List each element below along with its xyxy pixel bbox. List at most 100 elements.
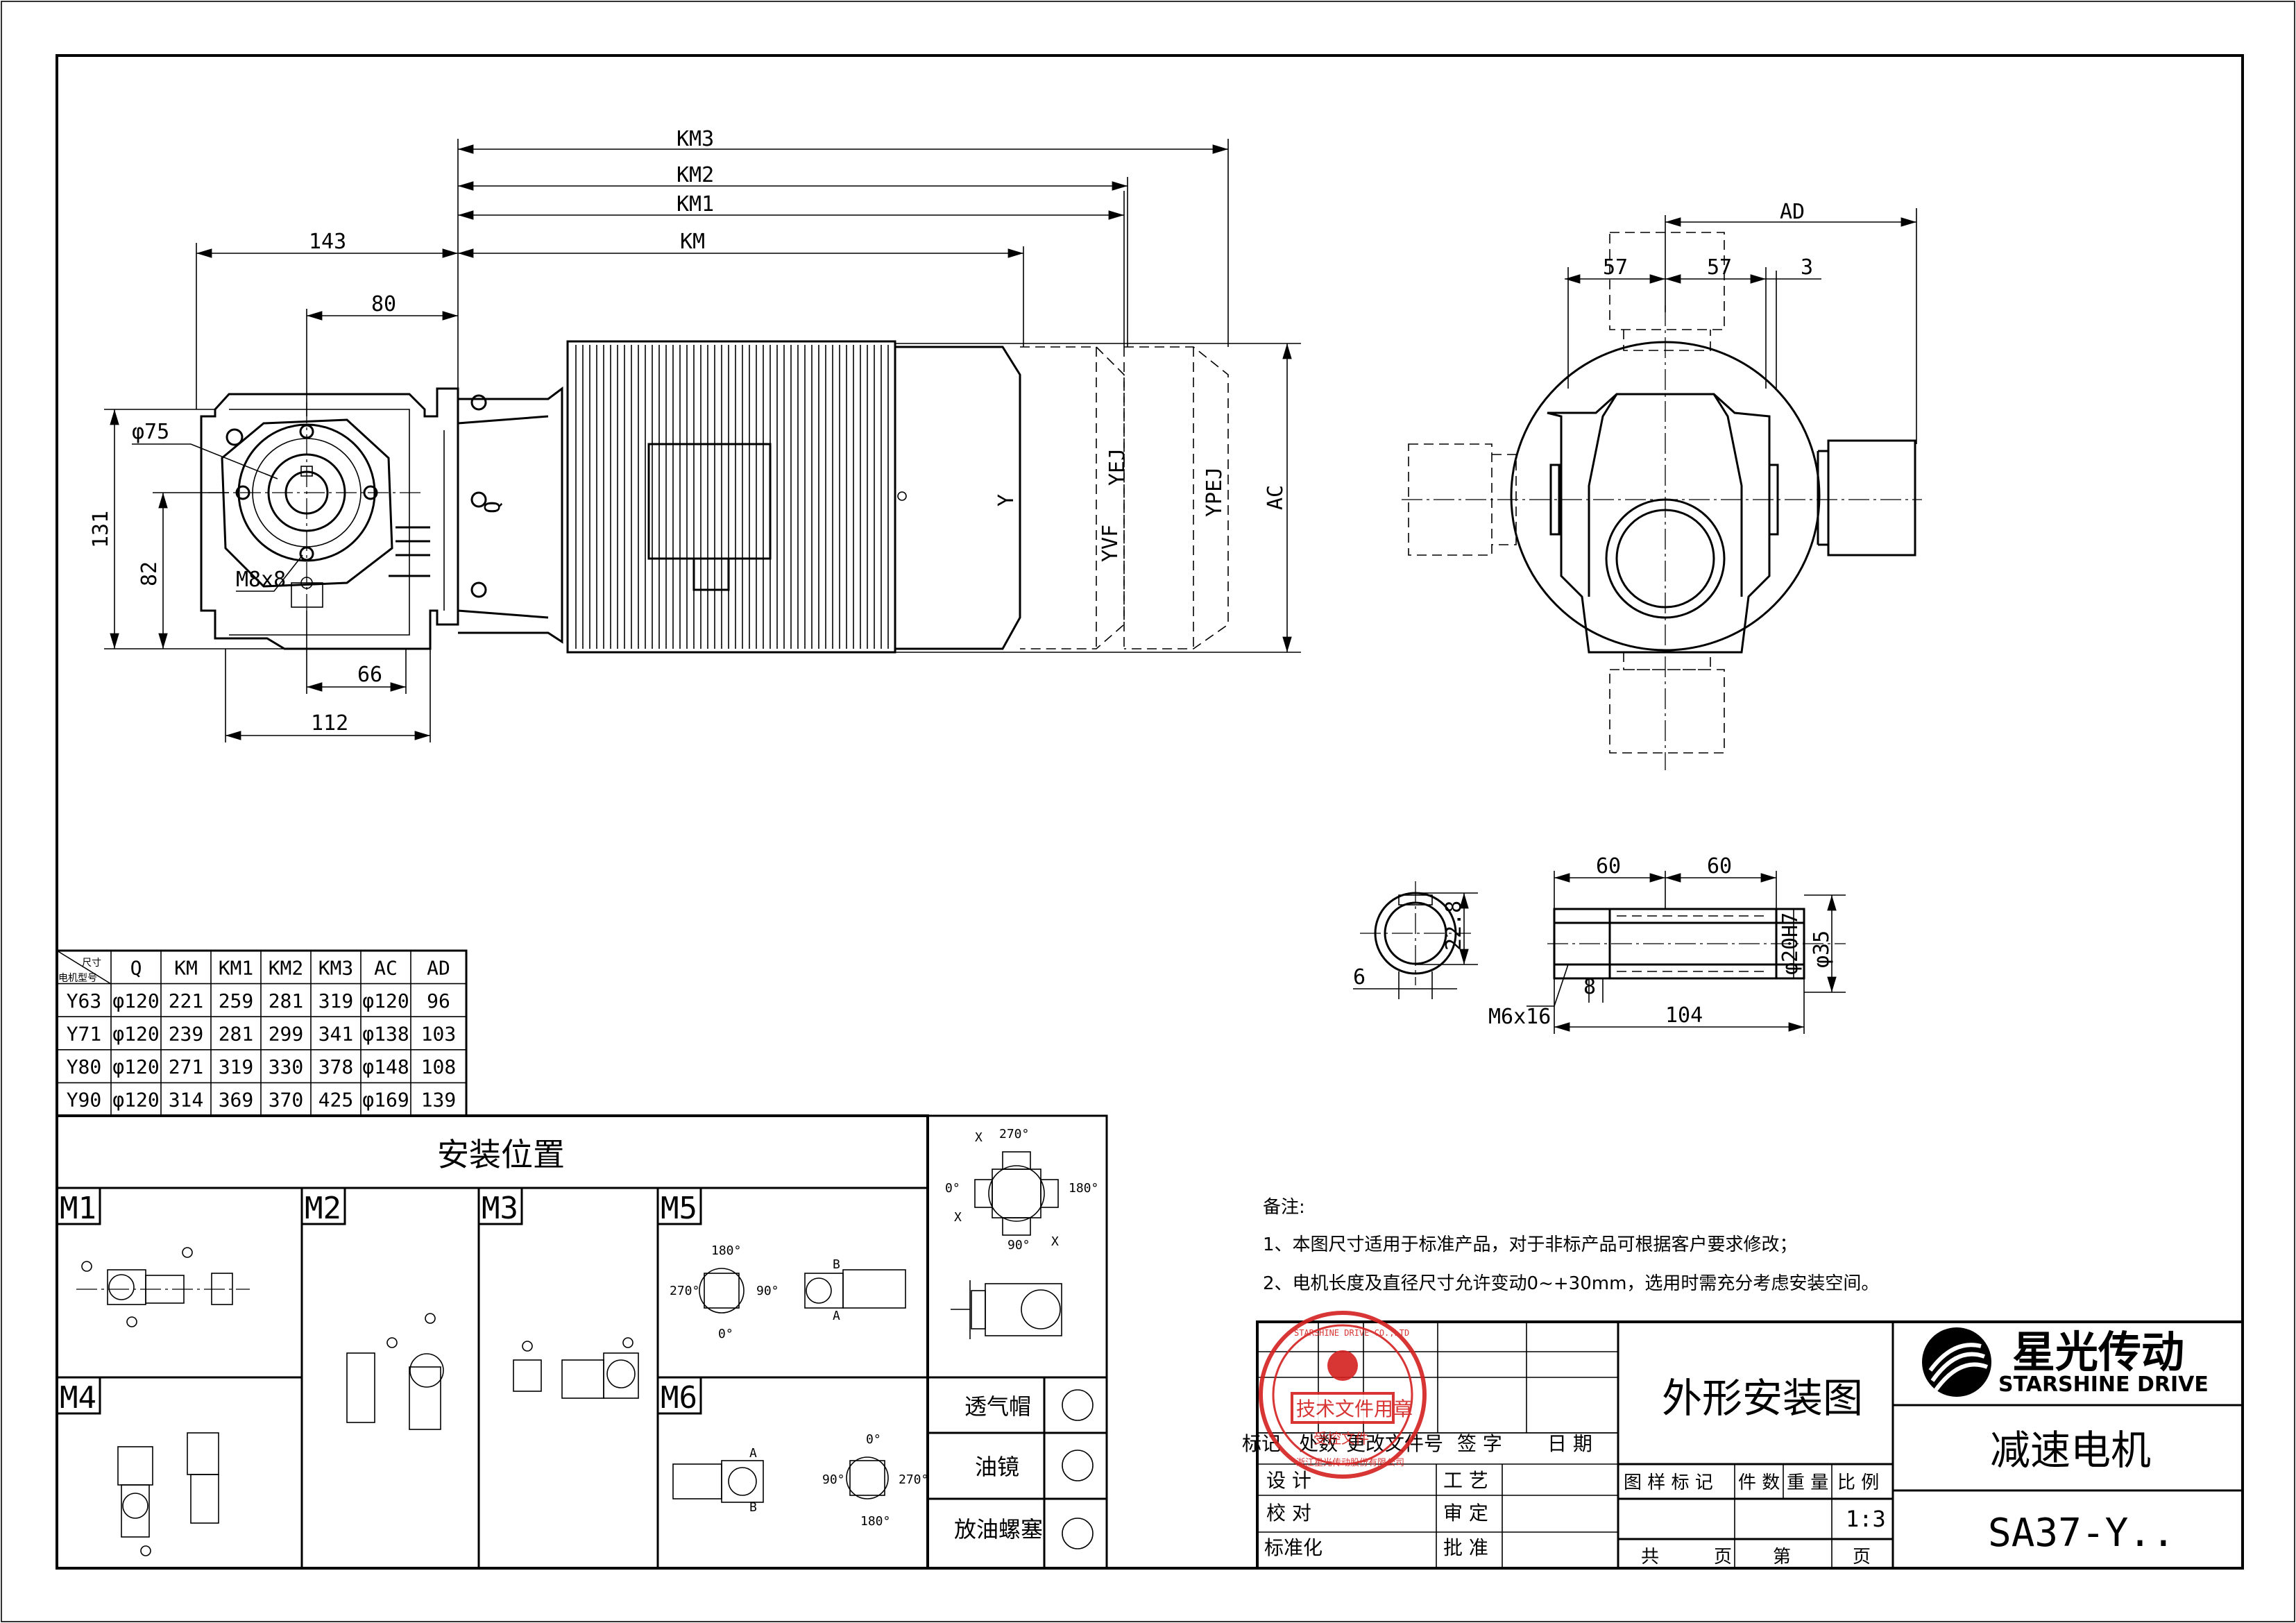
mounting-label-m2: M2 (305, 1191, 341, 1226)
table-cell: 96 (427, 989, 450, 1012)
table-cell: φ169 (362, 1089, 409, 1112)
legend-drain-plug: 放油螺塞 (954, 1516, 1043, 1543)
table-cell: φ120 (112, 1089, 159, 1112)
table-cell: 108 (421, 1055, 457, 1078)
mounting-label-box (300, 1187, 346, 1225)
tb-attr-scale: 比 例 (1837, 1472, 1879, 1493)
table-row-label: Y63 (67, 989, 102, 1012)
tb-check: 校 对 (1266, 1502, 1311, 1524)
dim-57-left: 57 (1603, 255, 1628, 280)
mounting-title: 安装位置 (437, 1136, 565, 1173)
product-name: 减速电机 (1990, 1427, 2151, 1474)
dim-131: 131 (89, 511, 113, 548)
stamp-ring-cn: 浙江星光传动股份有限公司 (1296, 1458, 1404, 1468)
mounting-label-m5: M5 (661, 1191, 697, 1226)
m5-angle-90: 90° (756, 1284, 779, 1298)
notes-line-2: 2、电机长度及直径尺寸允许变动0~+30mm，选用时需充分考虑安装空间。 (1263, 1273, 1879, 1294)
mounting-label-m3: M3 (482, 1191, 518, 1226)
table-cell: 281 (219, 1022, 254, 1045)
tb-review: 审 定 (1443, 1502, 1488, 1524)
angle-180: 180° (1069, 1181, 1098, 1196)
table-cell: 221 (169, 989, 204, 1012)
table-row-label: Y90 (67, 1089, 102, 1112)
dim-82: 82 (137, 561, 162, 586)
dim-km2: KM2 (677, 163, 714, 187)
stamp-text: 技术文件用章 (1296, 1397, 1413, 1420)
tb-design: 设 计 (1266, 1469, 1311, 1492)
dim-km: KM (680, 230, 705, 254)
stamp-ring: STARSHINE DRIVE CO.,LTD (1294, 1328, 1409, 1338)
dim-60-right: 60 (1707, 854, 1732, 878)
table-cell: 259 (219, 989, 254, 1012)
model-number: SA37-Y.. (1988, 1511, 2175, 1556)
dim-ypej: YPEJ (1202, 467, 1227, 517)
tb-standard: 标准化 (1264, 1536, 1323, 1559)
table-cell: 271 (169, 1055, 204, 1078)
table-cell: 330 (269, 1055, 304, 1078)
m6-mark-b: B (749, 1500, 757, 1515)
mark-x-3: X (1051, 1234, 1059, 1249)
company-name-cn: 星光传动 (2012, 1327, 2184, 1377)
table-row-label: Y80 (67, 1055, 102, 1078)
table-cell: 319 (219, 1055, 254, 1078)
angle-270: 270° (999, 1127, 1029, 1141)
mounting-label-m6: M6 (661, 1380, 697, 1416)
m6-mark-a: A (749, 1446, 757, 1461)
company-logo: 星光传动 STARSHINE DRIVE (1922, 1327, 2209, 1397)
tb-header-sign: 签 字 (1457, 1432, 1502, 1455)
tb-process: 工 艺 (1443, 1469, 1488, 1492)
tb-approve: 批 准 (1443, 1536, 1488, 1559)
company-name-en: STARSHINE DRIVE (1998, 1373, 2209, 1397)
table-row-label: Y71 (67, 1022, 102, 1045)
table-cell: 378 (318, 1055, 354, 1078)
table-cell: φ138 (362, 1022, 409, 1045)
mounting-label-box (656, 1376, 702, 1415)
table-header-cell: AC (374, 956, 398, 979)
tb-sheet-word: 页 (1714, 1547, 1732, 1567)
table-header-cell: KM2 (269, 956, 304, 979)
mark-x-1: X (975, 1130, 983, 1145)
dim-ac: AC (1264, 485, 1288, 510)
m5-angle-0: 0° (718, 1327, 733, 1341)
table-cell: 314 (169, 1089, 204, 1112)
dim-phi35: φ35 (1810, 931, 1834, 968)
table-header-cell: KM3 (318, 956, 354, 979)
table-cell: φ120 (112, 989, 159, 1012)
tb-total: 共 (1641, 1547, 1659, 1567)
dim-66: 66 (357, 663, 382, 687)
tb-header-date: 日 期 (1547, 1432, 1592, 1455)
inner-frame (56, 54, 2244, 1570)
dim-yej: YEJ (1105, 448, 1130, 486)
dim-ad: AD (1780, 200, 1805, 224)
table-cell: 299 (269, 1022, 304, 1045)
table-header-cell: AD (427, 956, 450, 979)
notes-line-1: 1、本图尺寸适用于标准产品，对于非标产品可根据客户要求修改； (1263, 1234, 1798, 1255)
approval-stamp: 技术文件用章 受控文件 STARSHINE DRIVE CO.,LTD 浙江星光… (1259, 1311, 1427, 1479)
tb-page-word: 页 (1853, 1547, 1871, 1567)
m5-angle-270: 270° (670, 1284, 699, 1298)
dim-57-right: 57 (1707, 255, 1732, 280)
m6-angle-90: 90° (822, 1472, 845, 1487)
table-cell: 319 (318, 989, 354, 1012)
mounting-label-box (477, 1187, 523, 1225)
mark-x-2: X (954, 1210, 962, 1225)
table-cell: φ120 (112, 1055, 159, 1078)
tb-of: 第 (1773, 1547, 1791, 1567)
table-cell: 369 (219, 1089, 254, 1112)
table-header-cell: Q (130, 956, 142, 979)
table-cell: 239 (169, 1022, 204, 1045)
mounting-label-box (656, 1187, 702, 1225)
table-cell: 139 (421, 1089, 457, 1112)
table-corner-bottom: 电机型号 (58, 973, 97, 984)
tb-attr-weight: 重 量 (1787, 1472, 1828, 1493)
table-corner-top: 尺寸 (82, 958, 101, 969)
dim-yvf: YVF (1098, 525, 1123, 562)
table-cell: φ120 (112, 1022, 159, 1045)
dim-y: Y (994, 494, 1019, 507)
notes: 备注: 1、本图尺寸适用于标准产品，对于非标产品可根据客户要求修改； 2、电机长… (1263, 1197, 1879, 1294)
side-view: Q Y YVF YEJ YPEJ AC KM3 KM2 KM1 KM (89, 127, 1301, 742)
dim-3: 3 (1801, 255, 1813, 280)
mounting-label-box (56, 1376, 101, 1415)
